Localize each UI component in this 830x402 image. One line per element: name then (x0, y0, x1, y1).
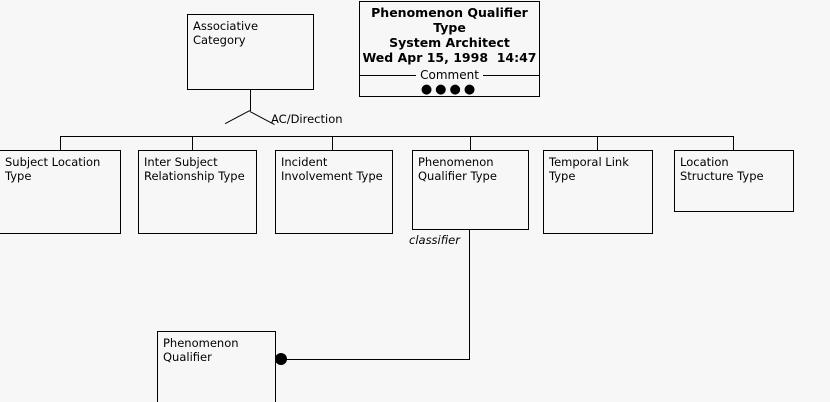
entity-label-line1: Incident (281, 155, 328, 169)
entity-label-line2: Type (549, 169, 576, 183)
entity-label-line1: Inter Subject (144, 155, 218, 169)
comment-label: Comment (416, 69, 483, 81)
diagram-title-block: Phenomenon Qualifier Type System Archite… (359, 1, 540, 97)
comment-rule-right (482, 74, 540, 76)
generalization-stem (250, 90, 251, 111)
generalization-bus (60, 136, 734, 137)
entity-temporal-link-type[interactable]: Temporal Link Type (543, 150, 653, 234)
entity-label-line2: Structure Type (680, 169, 764, 183)
entity-subject-location-type[interactable]: Subject Location Type (0, 150, 121, 234)
classifier-label: classifier (409, 233, 460, 247)
subtype-drop-3 (332, 136, 333, 151)
comment-rule-left (360, 74, 417, 76)
subtype-drop-5 (597, 136, 598, 151)
comment-bullets: ●●●● (420, 82, 479, 97)
title-name-line2: Type (433, 20, 466, 35)
entity-label-line1: Subject Location (5, 155, 101, 169)
entity-label-line1: Phenomenon (418, 155, 494, 169)
entity-label-line2: Qualifier (163, 350, 212, 364)
subtype-drop-1 (60, 136, 61, 151)
entity-incident-involvement-type[interactable]: Incident Involvement Type (275, 150, 393, 234)
entity-label-line1: Location (680, 155, 729, 169)
multiplicity-many-dot (275, 353, 287, 365)
subtype-drop-6 (733, 136, 734, 151)
subtype-drop-4 (470, 136, 471, 151)
classifier-vertical-segment (469, 230, 470, 359)
title-timestamp: Wed Apr 15, 1998 14:47 (362, 50, 537, 65)
subtype-drop-2 (192, 136, 193, 151)
entity-phenomenon-qualifier-type[interactable]: Phenomenon Qualifier Type (412, 150, 529, 230)
classifier-horizontal-segment (283, 359, 470, 360)
entity-label-line2: Type (5, 169, 32, 183)
triangle-left-side (224, 110, 250, 125)
entity-phenomenon-qualifier[interactable]: Phenomenon Qualifier (157, 331, 276, 402)
entity-label-line2: Qualifier Type (418, 169, 497, 183)
comment-divider: Comment (360, 68, 540, 82)
entity-label-line2: Relationship Type (144, 169, 245, 183)
entity-label-line2: Category (193, 33, 246, 47)
title-name-line1: Phenomenon Qualifier (371, 5, 528, 20)
entity-location-structure-type[interactable]: Location Structure Type (674, 150, 794, 212)
title-tool: System Architect (389, 35, 510, 50)
generalization-label: AC/Direction (271, 112, 343, 126)
entity-label-line1: Associative (193, 19, 259, 33)
entity-label-line1: Temporal Link (549, 155, 629, 169)
entity-label-line2: Involvement Type (281, 169, 383, 183)
entity-inter-subject-relationship-type[interactable]: Inter Subject Relationship Type (138, 150, 257, 234)
entity-label-line1: Phenomenon (163, 336, 239, 350)
entity-associative-category[interactable]: Associative Category (187, 14, 314, 90)
